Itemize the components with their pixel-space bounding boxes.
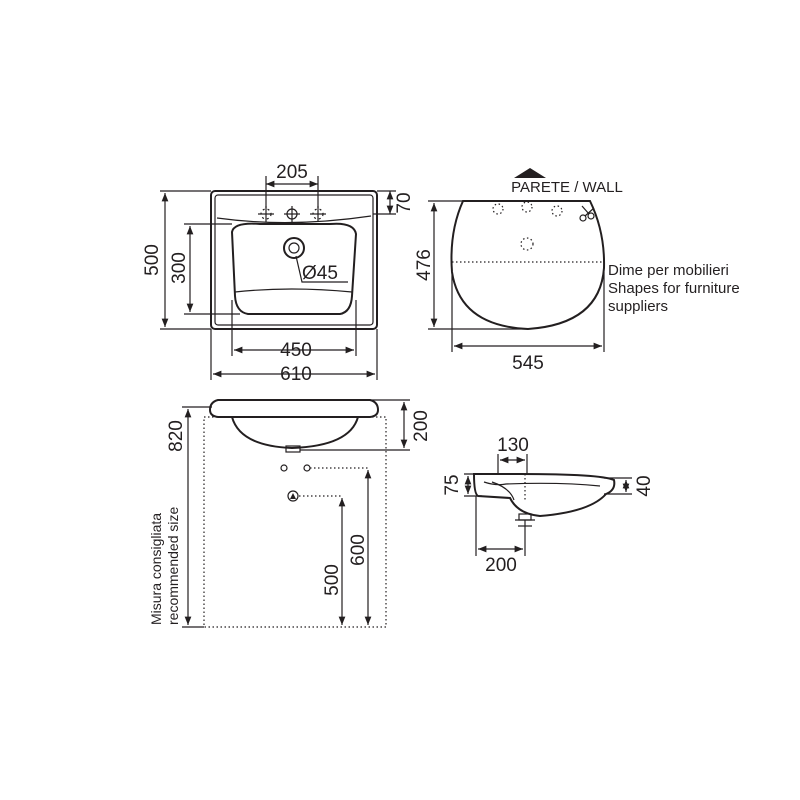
dim-waste-height-600: 600 xyxy=(348,534,369,566)
recommended-note-line-2: recommended size xyxy=(165,507,181,625)
dim-waste-diameter: Ø45 xyxy=(302,263,338,284)
waste-marker-icon xyxy=(287,490,299,502)
tap-deck xyxy=(216,215,372,224)
basin-bowl-front xyxy=(231,416,359,450)
bowl-front-lip xyxy=(234,288,353,293)
dim-bowl-width: 450 xyxy=(280,340,312,361)
waste-trap-icon xyxy=(515,513,535,530)
template-note-line-1: Dime per mobilieri xyxy=(608,262,729,279)
dim-waste-offset: 200 xyxy=(485,555,517,576)
left-tap-hole-icon xyxy=(258,206,274,222)
dim-overall-width: 610 xyxy=(280,364,312,385)
basin-profile-side xyxy=(472,473,616,518)
dim-waste-height-500: 500 xyxy=(322,564,343,596)
recommended-note-line-1: Misura consigliata xyxy=(148,513,164,625)
bowl-outline-top xyxy=(230,222,358,315)
tap-marker-left-icon xyxy=(280,464,288,472)
template-drain-icon xyxy=(520,237,534,251)
template-note-line-2: Shapes for furniture xyxy=(608,280,740,297)
scissors-icon xyxy=(579,205,595,222)
basin-outline-top xyxy=(210,190,378,330)
basin-inner-rim-top xyxy=(214,194,374,326)
template-outline xyxy=(450,200,606,331)
dim-recommended-height: 820 xyxy=(166,420,187,452)
side-view: 130 75 40 200 xyxy=(442,435,655,576)
drain-leader-line xyxy=(295,255,348,283)
dim-tap-offset: 130 xyxy=(497,435,529,456)
top-view: 205 70 500 300 Ø45 450 610 xyxy=(142,162,415,385)
dim-overall-depth: 500 xyxy=(142,244,163,276)
dim-rim-75: 75 xyxy=(442,474,463,495)
dim-basin-height: 200 xyxy=(411,410,432,442)
template-hole-right-icon xyxy=(551,205,563,217)
wall-arrow-icon xyxy=(514,168,546,178)
template-note-line-3: suppliers xyxy=(608,298,668,315)
dim-template-width: 545 xyxy=(512,353,544,374)
right-tap-hole-icon xyxy=(310,206,326,222)
tap-marker-right-icon xyxy=(303,464,311,472)
center-tap-hole-icon xyxy=(284,206,300,222)
waste-outlet-front xyxy=(285,445,301,453)
basin-inner-profile xyxy=(483,481,601,487)
overflow-channel xyxy=(491,481,515,501)
drain-hole-icon xyxy=(283,237,305,259)
front-view: 200 820 Misura consigliata recommended s… xyxy=(148,399,432,628)
template-hole-center-icon xyxy=(521,201,533,213)
dim-bowl-depth: 300 xyxy=(169,252,190,284)
dim-rim-40: 40 xyxy=(634,475,655,496)
wall-label: PARETE / WALL xyxy=(511,179,623,196)
template-hole-left-icon xyxy=(492,203,504,215)
basin-rim-front xyxy=(208,399,380,418)
furniture-template: PARETE / WALL 476 545 Dime per mobilieri… xyxy=(414,168,740,374)
dim-back-depth: 70 xyxy=(394,192,415,213)
dim-template-depth: 476 xyxy=(414,249,435,281)
dim-taps-spacing: 205 xyxy=(276,162,308,183)
